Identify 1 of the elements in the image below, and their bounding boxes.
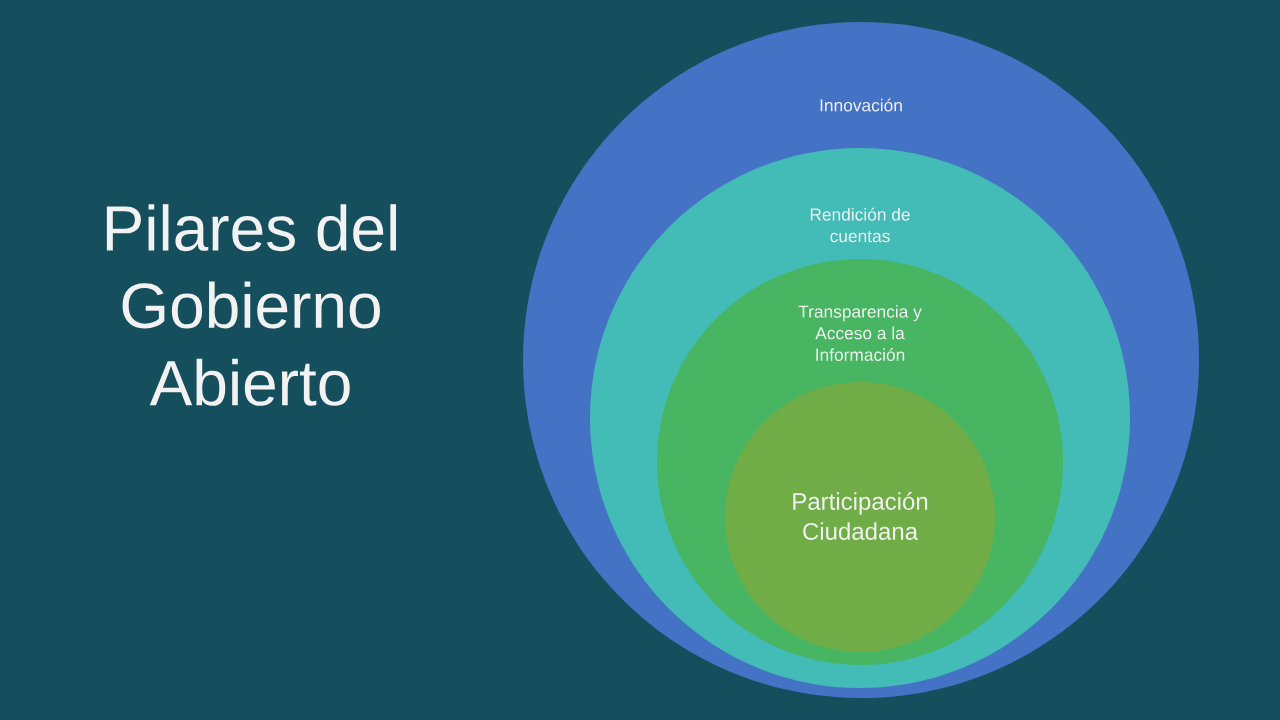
title: Pilares del Gobierno Abierto [106, 204, 396, 406]
